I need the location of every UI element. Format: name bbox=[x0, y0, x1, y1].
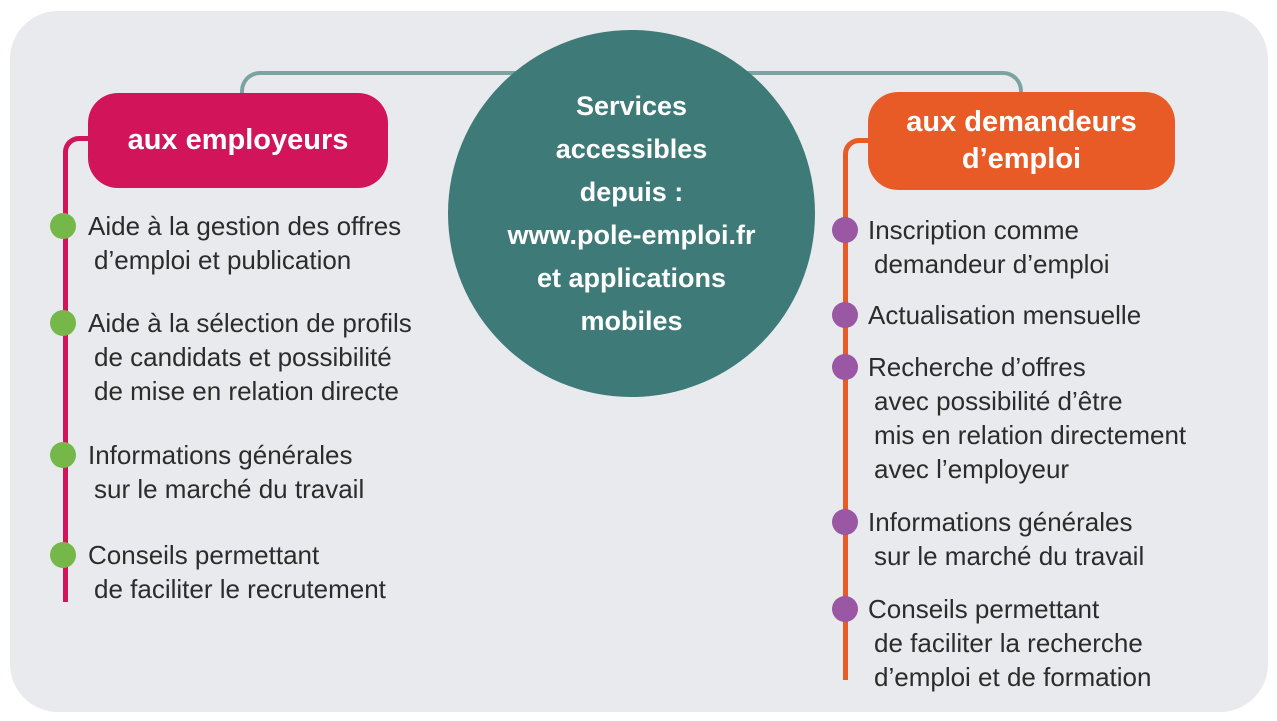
employers-list-item: Aide à la sélection de profils de candid… bbox=[88, 306, 412, 408]
list-item-line: mis en relation directement bbox=[874, 420, 1187, 450]
bullet-dot bbox=[50, 542, 76, 568]
list-item-line: avec possibilité d’être bbox=[874, 386, 1123, 416]
jobseekers-list-item: Recherche d’offres avec possibilité d’êt… bbox=[868, 350, 1186, 486]
list-item-line: sur le marché du travail bbox=[874, 541, 1145, 571]
list-item-line: de faciliter le recrutement bbox=[94, 574, 386, 604]
bullet-dot bbox=[832, 596, 858, 622]
list-item-line: Aide à la sélection de profils bbox=[88, 308, 412, 338]
jobseekers-branch-line bbox=[843, 138, 869, 680]
jobseekers-list-item: Inscription comme demandeur d’emploi bbox=[868, 213, 1110, 281]
bullet-dot bbox=[832, 217, 858, 243]
list-item-line: de faciliter la recherche bbox=[874, 628, 1143, 658]
employers-branch-line bbox=[63, 136, 89, 602]
circle-line: accessibles bbox=[555, 133, 708, 164]
list-item-line: Conseils permettant bbox=[88, 540, 320, 570]
list-item-line: Informations générales bbox=[88, 440, 353, 470]
bullet-dot bbox=[50, 310, 76, 336]
bullet-dot bbox=[832, 302, 858, 328]
circle-line: mobiles bbox=[580, 305, 683, 336]
employers-list-item: Conseils permettant de faciliter le recr… bbox=[88, 538, 386, 606]
bullet-dot bbox=[832, 354, 858, 380]
list-item-line: Recherche d’offres bbox=[868, 352, 1086, 382]
list-item-line: avec l’employeur bbox=[874, 454, 1070, 484]
list-item-line: d’emploi et de formation bbox=[874, 662, 1152, 692]
list-item-line: de mise en relation directe bbox=[94, 376, 399, 406]
jobseekers-list-item: Informations générales sur le marché du … bbox=[868, 505, 1144, 573]
circle-line: www.pole-emploi.fr bbox=[507, 219, 756, 250]
bullet-dot bbox=[50, 442, 76, 468]
employers-list-item: Aide à la gestion des offres d’emploi et… bbox=[88, 209, 401, 277]
list-item-line: Aide à la gestion des offres bbox=[88, 211, 402, 241]
list-item-line: Actualisation mensuelle bbox=[868, 300, 1142, 330]
bullet-dot bbox=[50, 213, 76, 239]
list-item-line: Inscription comme bbox=[868, 215, 1079, 245]
circle-line: et applications bbox=[536, 262, 727, 293]
bullet-dot bbox=[832, 509, 858, 535]
list-item-line: demandeur d’emploi bbox=[874, 249, 1110, 279]
jobseekers-badge: aux demandeurs d’emploi bbox=[868, 92, 1175, 190]
circle-line: depuis : bbox=[579, 176, 684, 207]
employers-badge: aux employeurs bbox=[88, 93, 388, 188]
list-item-line: Informations générales bbox=[868, 507, 1133, 537]
circle-line: Services bbox=[575, 90, 688, 121]
employers-list-item: Informations générales sur le marché du … bbox=[88, 438, 364, 506]
services-center-circle: Services accessibles depuis : www.pole-e… bbox=[448, 30, 815, 397]
jobseekers-list-item: Conseils permettant de faciliter la rech… bbox=[868, 592, 1151, 694]
jobseekers-list-item: Actualisation mensuelle bbox=[868, 298, 1141, 332]
list-item-line: d’emploi et publication bbox=[94, 245, 352, 275]
list-item-line: sur le marché du travail bbox=[94, 474, 365, 504]
list-item-line: Conseils permettant bbox=[868, 594, 1100, 624]
list-item-line: de candidats et possibilité bbox=[94, 342, 392, 372]
